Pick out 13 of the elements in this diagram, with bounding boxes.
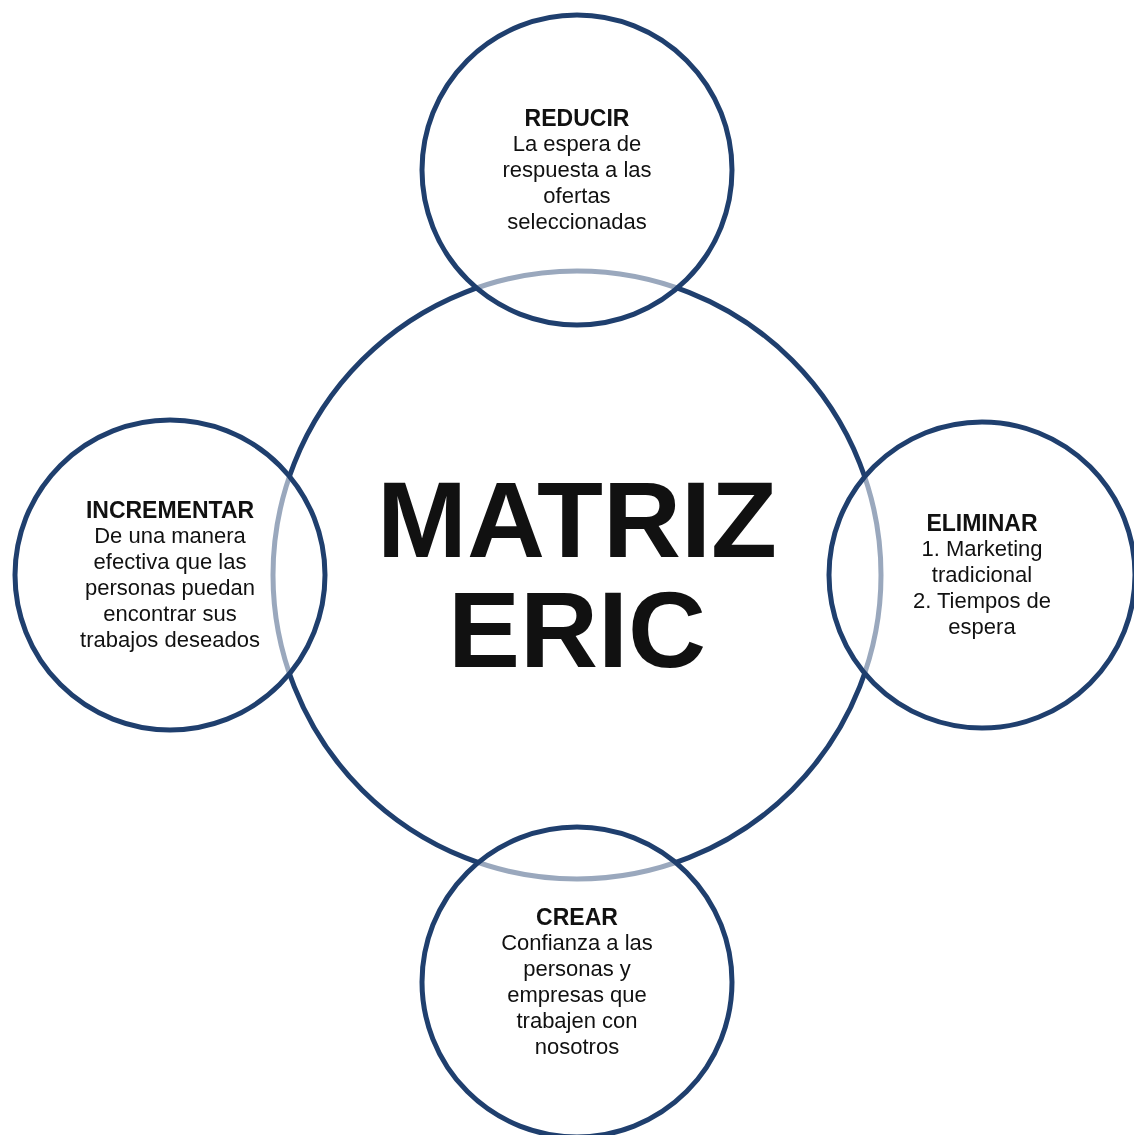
center-title: MATRIZ ERIC [376, 465, 778, 685]
circle-node [12, 417, 328, 733]
circle-heading: CREAR [535, 904, 619, 930]
circle-text: 1. Marketing tradicional [920, 536, 1044, 588]
circle-text: De una manera efectiva que las personas puedan encontrar sus trabajos deseados [79, 523, 261, 653]
circle-text: La espera de respuesta a las ofertas seleccionadas [501, 131, 653, 235]
circle-text: Confianza a las personas y empresas que trabajen con nosotros [500, 930, 654, 1060]
circle-heading: INCREMENTAR [84, 497, 256, 523]
circle-text: 2. Tiempos de espera [911, 588, 1053, 640]
circle-node [419, 12, 735, 328]
circle-heading: ELIMINAR [925, 510, 1039, 536]
circle-heading: REDUCIR [523, 105, 631, 131]
circle-node [270, 268, 884, 882]
